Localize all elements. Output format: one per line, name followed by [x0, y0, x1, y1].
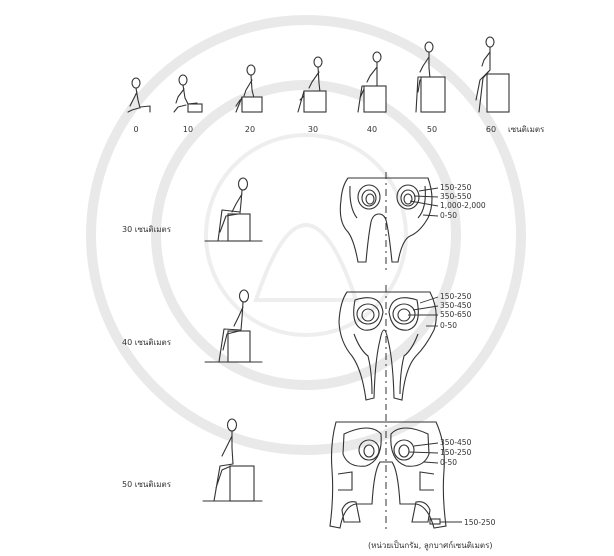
height-label: 10: [183, 125, 193, 134]
pressure-range-label: 150-250: [464, 518, 496, 527]
figure-height-20: [236, 65, 262, 112]
pressure-map-50cm: 350-450 150-250 0-50 150-250: [330, 414, 496, 530]
pressure-range-label: 1,000-2,000: [440, 201, 486, 210]
pressure-range-label: 0-50: [440, 458, 457, 467]
height-label: 60: [486, 125, 496, 134]
height-unit-label: เซนติเมตร: [508, 125, 545, 134]
pressure-range-label: 0-50: [440, 211, 457, 220]
row-50cm: 50 เซนติเมตร 350-450 150-2: [122, 414, 496, 530]
row-label: 40 เซนติเมตร: [122, 338, 172, 347]
row-label: 50 เซนติเมตร: [122, 480, 172, 489]
height-row: 0 10 20 30 40 50 60 เซนติเมตร: [128, 37, 545, 134]
pressure-range-label: 150-250: [440, 183, 472, 192]
figure-height-10: [174, 75, 202, 112]
pressure-range-label: 150-250: [440, 292, 472, 301]
figure-height-0: [128, 78, 150, 112]
row-30cm: 30 เซนติเมตร 150-250 350-550 1,000-2,000: [122, 172, 486, 270]
height-label: 30: [308, 125, 318, 134]
side-figure-50cm: [203, 419, 262, 501]
height-label: 0: [133, 125, 138, 134]
units-caption: (หน่วยเป็นกรัม, ลูกบาศก์เซนติเมตร): [368, 540, 493, 551]
pressure-range-label: 150-250: [440, 448, 472, 457]
pressure-map-40cm: 150-250 350-450 550-650 0-50: [339, 285, 472, 410]
side-figure-40cm: [205, 290, 262, 362]
figure-height-30: [298, 57, 326, 112]
pressure-range-label: 350-450: [440, 438, 472, 447]
row-40cm: 40 เซนติเมตร 150-250 350-450 550-650: [122, 285, 472, 410]
figure-height-60: [476, 37, 509, 112]
figure-height-40: [358, 52, 386, 112]
height-label: 40: [367, 125, 377, 134]
figure-height-50: [416, 42, 445, 112]
pressure-range-label: 350-550: [440, 192, 472, 201]
row-label: 30 เซนติเมตร: [122, 225, 172, 234]
side-figure-30cm: [205, 178, 262, 241]
pressure-map-30cm: 150-250 350-550 1,000-2,000 0-50: [340, 172, 486, 270]
pressure-range-label: 350-450: [440, 301, 472, 310]
height-label: 50: [427, 125, 437, 134]
pressure-range-label: 0-50: [440, 321, 457, 330]
pressure-range-label: 550-650: [440, 310, 472, 319]
height-label: 20: [245, 125, 255, 134]
